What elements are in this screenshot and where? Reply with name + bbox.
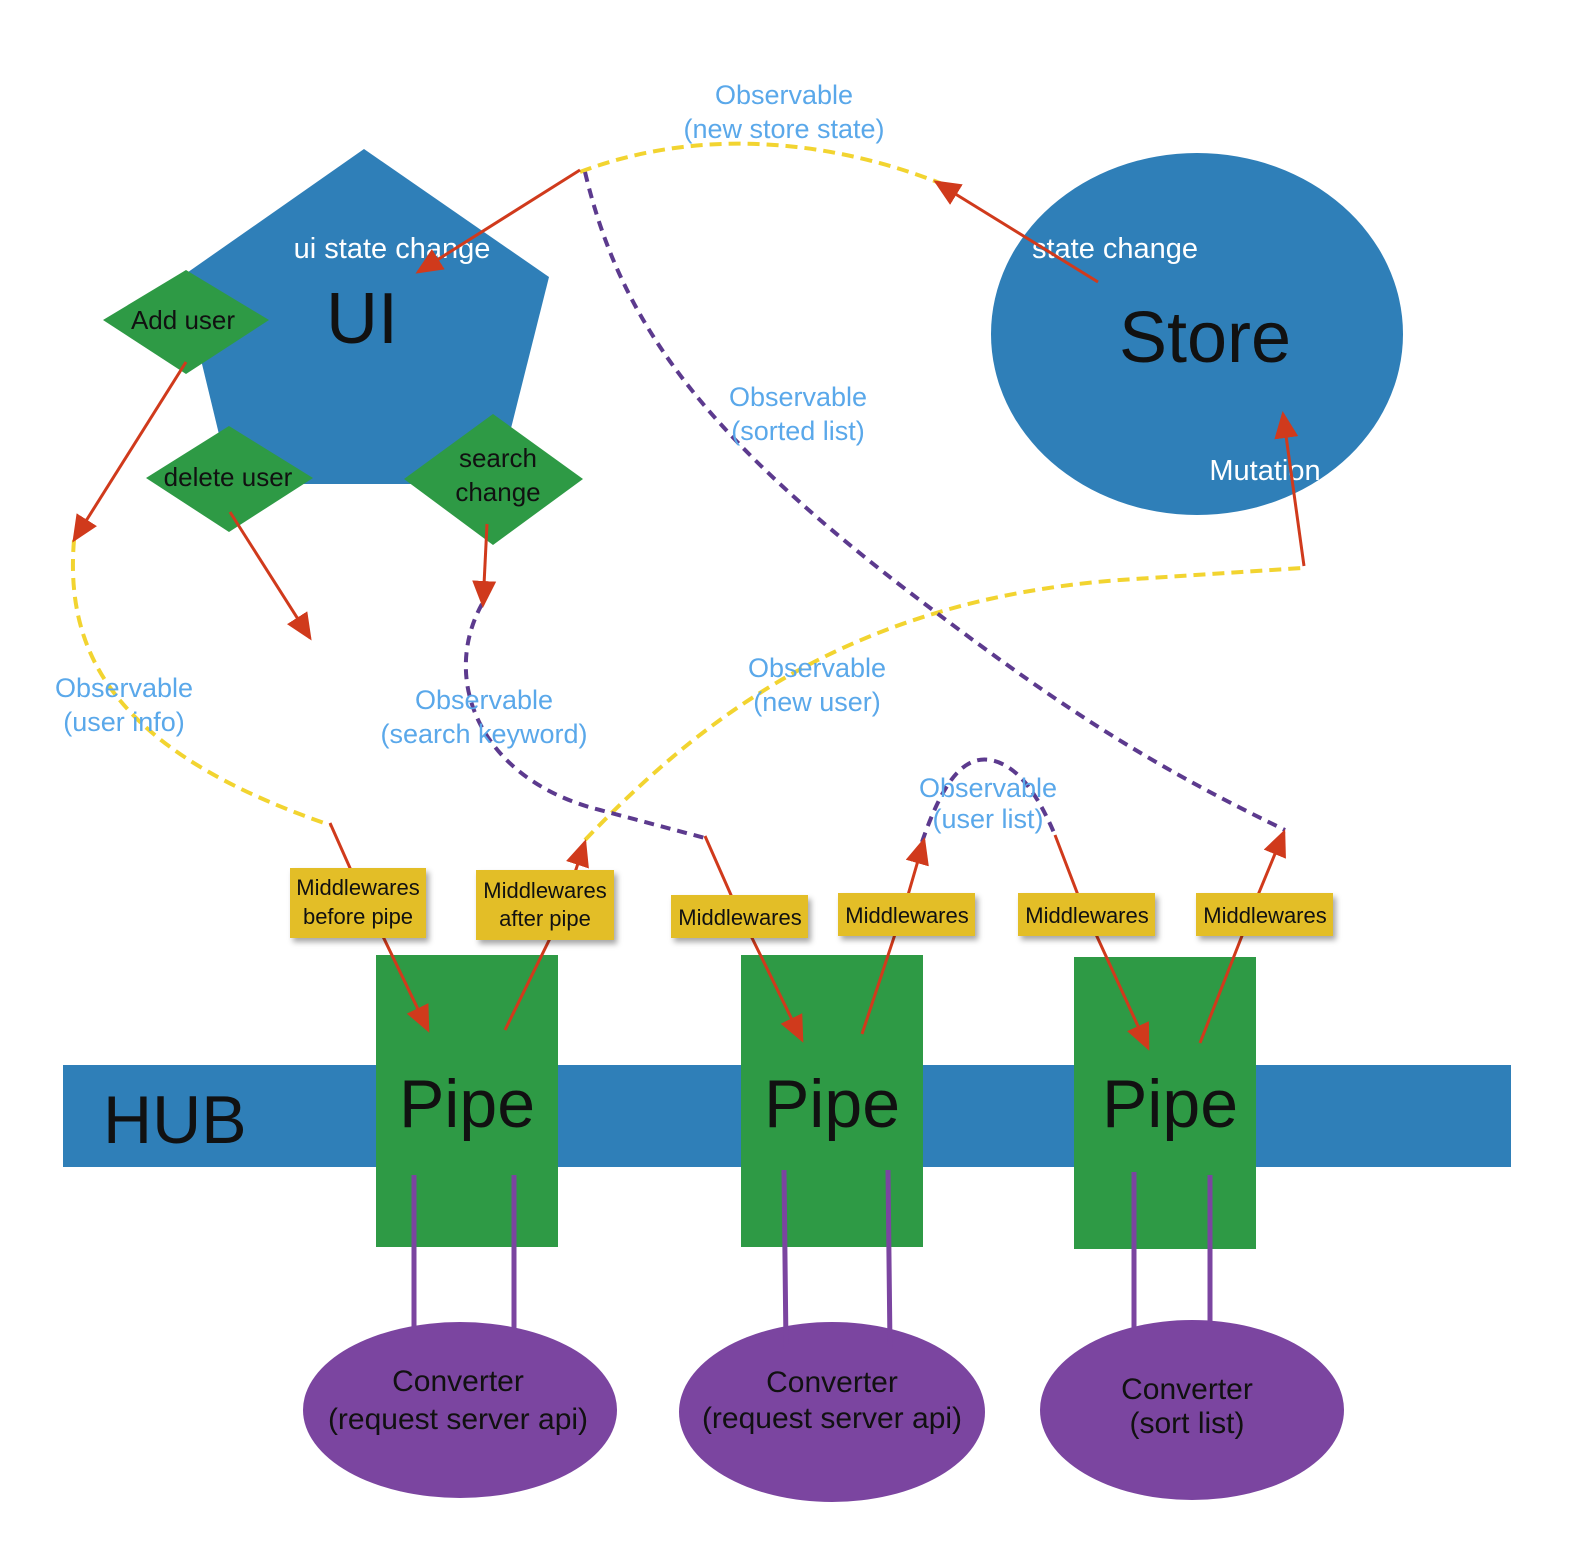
arrow-to-ui-state xyxy=(415,168,581,274)
purple-observable-paths xyxy=(463,171,1286,843)
ui-title: UI xyxy=(326,279,398,359)
middleware-before-pipe-line1: Middlewares xyxy=(296,875,420,900)
middleware-5-note xyxy=(1018,893,1155,936)
pipe-3-label: Pipe xyxy=(1102,1066,1238,1142)
store-ellipse xyxy=(991,153,1403,515)
observable-user-info-line1: Observable xyxy=(55,673,193,703)
converter-3-shape xyxy=(1040,1320,1344,1500)
observable-new-user-line2: (new user) xyxy=(753,687,881,717)
converter-3: Converter (sort list) xyxy=(1040,1320,1344,1500)
hub-label: HUB xyxy=(103,1082,247,1158)
pipe-2-label: Pipe xyxy=(764,1066,900,1142)
converter-3-label: Converter xyxy=(1121,1373,1253,1406)
observable-user-list-line2: (user list) xyxy=(932,804,1043,834)
observable-new-store-state-line2: (new store state) xyxy=(683,114,884,144)
pipe-1-box xyxy=(376,955,558,1247)
observable-search-keyword-line1: Observable xyxy=(415,685,553,715)
converter-1-label: Converter xyxy=(392,1365,524,1398)
ui-state-change-label: ui state change xyxy=(294,233,491,265)
middleware-3-note xyxy=(671,895,808,938)
middleware-3-label: Middlewares xyxy=(678,905,802,930)
search-change-diamond xyxy=(404,414,583,545)
pipe-1: Pipe xyxy=(376,955,558,1247)
observable-user-info-path xyxy=(70,539,331,827)
middleware-notes: Middlewares before pipe Middlewares afte… xyxy=(290,868,1333,940)
search-change-label-line1: search xyxy=(459,443,537,473)
converter-2: Converter (request server api) xyxy=(679,1322,985,1502)
observable-user-list-path xyxy=(920,757,1057,843)
observable-user-list-line1: Observable xyxy=(919,773,1057,803)
arrow-search-change xyxy=(472,523,497,608)
converter-2-shape xyxy=(679,1322,985,1502)
converter-2-sublabel: (request server api) xyxy=(702,1402,962,1435)
pipe-3-box xyxy=(1074,957,1256,1249)
middleware-after-pipe-line1: Middlewares xyxy=(483,878,607,903)
middleware-after-pipe-note xyxy=(476,870,614,940)
connector-1 xyxy=(411,1175,517,1350)
observable-user-info-line2: (user info) xyxy=(63,707,185,737)
middleware-after-pipe-line2: after pipe xyxy=(499,906,591,931)
observable-new-store-state-path xyxy=(579,141,946,187)
pipe-1-label: Pipe xyxy=(399,1066,535,1142)
arrow-mutation xyxy=(1274,411,1306,567)
add-user-action: Add user xyxy=(103,270,269,374)
observable-search-keyword-line2: (search keyword) xyxy=(380,719,587,749)
add-user-label: Add user xyxy=(131,305,235,335)
converter-3-sublabel: (sort list) xyxy=(1130,1407,1245,1440)
connector-3 xyxy=(1131,1172,1213,1348)
middleware-before-pipe: Middlewares before pipe xyxy=(290,868,426,938)
pipe-2-box xyxy=(741,955,923,1247)
converter-1: Converter (request server api) xyxy=(303,1322,617,1498)
search-change-label-line2: change xyxy=(455,477,540,507)
observable-new-store-state-line1: Observable xyxy=(715,80,853,110)
yellow-observable-paths xyxy=(70,141,1303,842)
pipe-2: Pipe xyxy=(741,955,923,1247)
delete-user-label: delete user xyxy=(164,462,293,492)
middleware-after-pipe: Middlewares after pipe xyxy=(476,870,614,940)
delete-user-action: delete user xyxy=(146,426,313,532)
middleware-before-pipe-line2: before pipe xyxy=(303,904,413,929)
arrow-add-user xyxy=(72,361,188,543)
middleware-5: Middlewares xyxy=(1018,893,1155,936)
middleware-5-label: Middlewares xyxy=(1025,903,1149,928)
search-change-action: search change xyxy=(404,414,583,545)
connector-2 xyxy=(781,1169,893,1350)
observable-labels: Observable (new store state) Observable … xyxy=(55,80,1057,834)
converter-2-label: Converter xyxy=(766,1366,898,1399)
middleware-4-label: Middlewares xyxy=(845,903,969,928)
converter-1-shape xyxy=(303,1322,617,1498)
middleware-4: Middlewares xyxy=(838,893,975,936)
observable-sorted-list-line2: (sorted list) xyxy=(731,416,865,446)
middleware-4-note xyxy=(838,893,975,936)
middleware-6: Middlewares xyxy=(1196,893,1333,936)
observable-sorted-list-line1: Observable xyxy=(729,382,867,412)
middleware-6-label: Middlewares xyxy=(1203,903,1327,928)
middleware-6-note xyxy=(1196,893,1333,936)
observable-search-keyword-path xyxy=(463,603,706,840)
pipe-3: Pipe xyxy=(1074,957,1256,1249)
pipe-converter-connectors xyxy=(411,1169,1213,1350)
store-state-change-label: state change xyxy=(1032,233,1198,265)
store-title: Store xyxy=(1119,298,1291,378)
arrow-delete-user xyxy=(228,511,312,641)
observable-new-user-line1: Observable xyxy=(748,653,886,683)
store-mutation-label: Mutation xyxy=(1209,455,1320,487)
arrow-store-to-observable xyxy=(933,180,1099,284)
middleware-before-pipe-note xyxy=(290,868,426,938)
add-user-diamond xyxy=(103,270,269,374)
observable-sorted-list-path xyxy=(583,171,1286,832)
ui-pentagon xyxy=(181,149,549,484)
converter-1-sublabel: (request server api) xyxy=(328,1403,588,1436)
delete-user-diamond xyxy=(146,426,313,532)
middleware-3: Middlewares xyxy=(671,895,808,938)
